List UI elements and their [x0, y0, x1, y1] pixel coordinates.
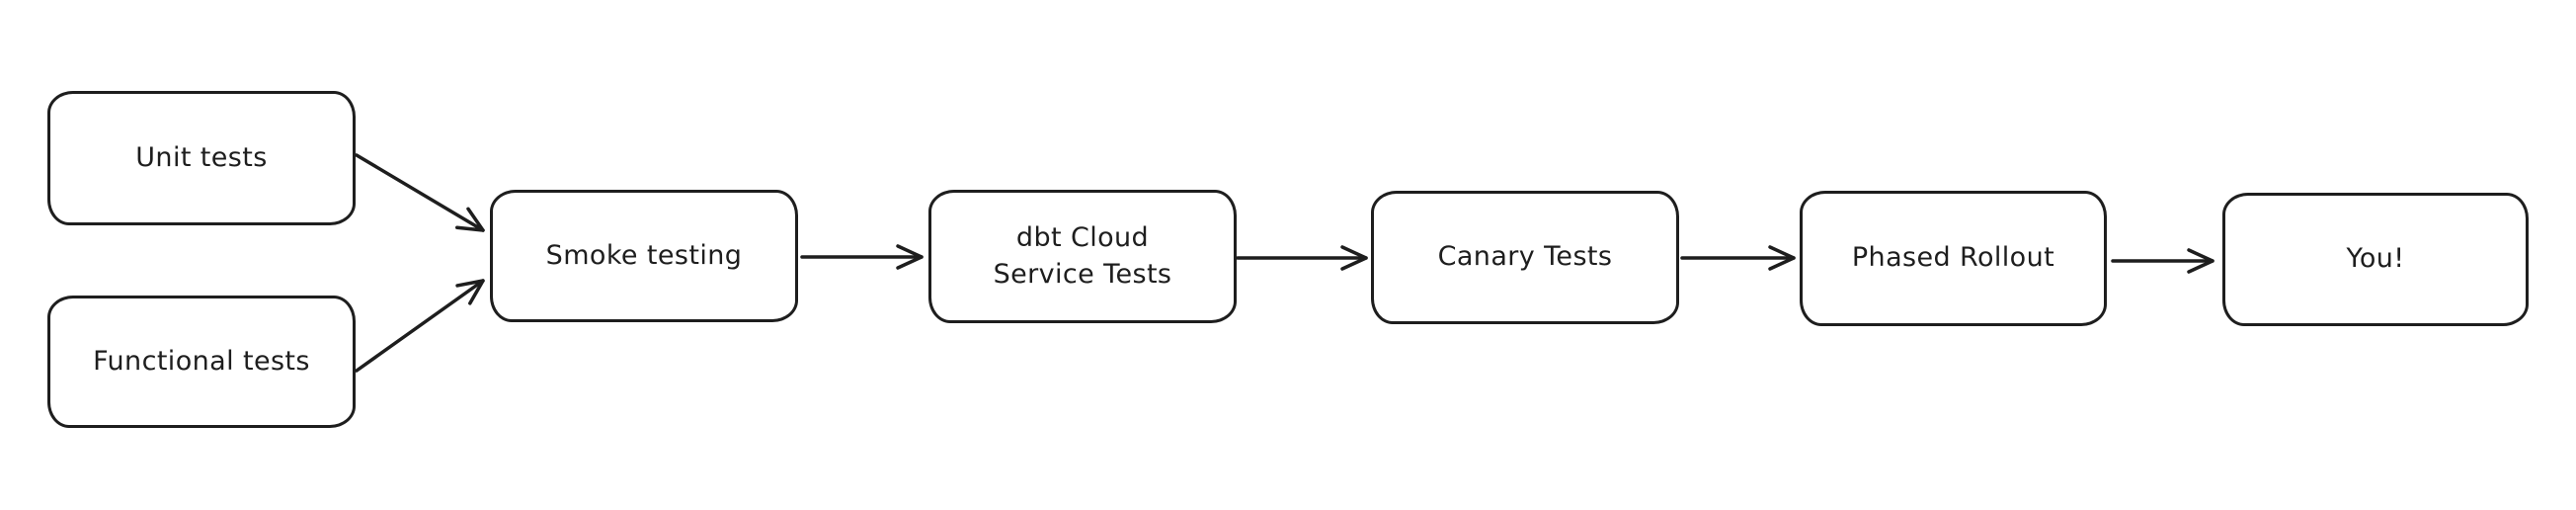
node-phased-rollout: Phased Rollout	[1800, 191, 2107, 326]
node-label: Canary Tests	[1437, 241, 1613, 273]
node-unit-tests: Unit tests	[47, 91, 356, 225]
node-label: Functional tests	[93, 345, 310, 377]
node-dbt-cloud-service-tests: dbt Cloud Service Tests	[928, 190, 1237, 323]
edge-functional-tests-to-smoke-testing	[355, 279, 485, 373]
edge-unit-tests-to-smoke-testing	[355, 153, 485, 232]
node-label: Unit tests	[135, 141, 268, 173]
node-label: Smoke testing	[545, 239, 743, 271]
node-functional-tests: Functional tests	[47, 296, 356, 428]
node-you: You!	[2222, 193, 2529, 326]
node-canary-tests: Canary Tests	[1371, 191, 1679, 324]
node-label: Phased Rollout	[1851, 242, 2055, 274]
node-label: You!	[2346, 243, 2405, 275]
node-label: dbt Cloud Service Tests	[993, 222, 1172, 290]
node-smoke-testing: Smoke testing	[490, 190, 798, 322]
